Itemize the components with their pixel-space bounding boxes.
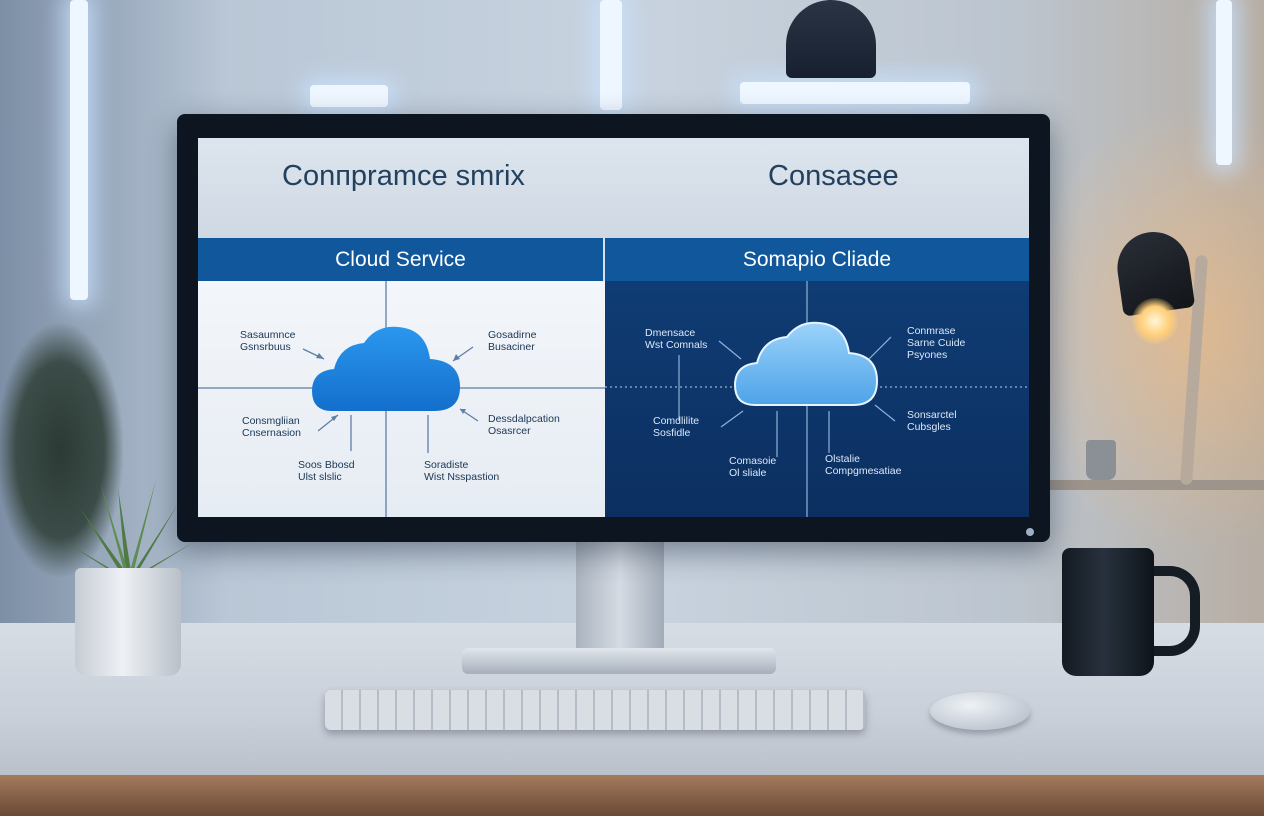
diagram-label: Soos Bbosd Ulst slslic: [298, 459, 355, 483]
column-header-right: Somapio Cliade: [605, 238, 1029, 281]
wall-light-center: [600, 0, 622, 110]
diagram-label: Sonsarctel Cubsgles: [907, 409, 957, 433]
power-button[interactable]: [1026, 528, 1034, 536]
wall-shelf: [1050, 480, 1264, 490]
column-divider: [603, 238, 605, 281]
wall-light-left: [70, 0, 88, 300]
diagram-label: Dessdalpcation Osasrcer: [488, 413, 560, 437]
diagram-label: Sasaumnce Gsnsrbuus: [240, 329, 296, 353]
shelf-light: [310, 85, 388, 107]
slide-title-left: Conпрrаmce smrix: [282, 160, 525, 192]
plant-icon: [62, 480, 194, 578]
monitor-screen: Conпрrаmce smrix Consasee Cloud Service …: [198, 138, 1029, 517]
desk-edge: [0, 775, 1264, 816]
diagram-label: Comdlilite Sosfidle: [653, 415, 700, 439]
diagram-panel-right: Dmensace Wst Comnals Conmrase Sarne Cuid…: [605, 281, 1029, 517]
wall-light-right: [1216, 0, 1232, 165]
diagram-label: Conmrase Sarne Cuide Psyones: [907, 325, 966, 361]
keyboard[interactable]: [325, 690, 865, 730]
cloud-icon: [733, 321, 879, 406]
small-pot: [1086, 440, 1116, 480]
monitor-stand: [576, 540, 664, 652]
slide-title-right: Consasee: [768, 160, 899, 192]
diagram-label: Consmgliian Cnsernasion: [242, 415, 301, 439]
mouse[interactable]: [930, 692, 1030, 730]
column-header-left: Cloud Service: [198, 238, 603, 281]
cloud-icon: [312, 326, 460, 411]
diagram-label: Dmensace Wst Comnals: [645, 327, 708, 351]
pendant-lamp-icon: [786, 0, 876, 78]
pendant-glow: [740, 82, 970, 104]
mug-icon: [1062, 548, 1154, 676]
diagram-label: Olstalie Compgmesatiae: [825, 453, 902, 477]
desk-lamp-bulb: [1132, 298, 1178, 344]
mug-handle: [1140, 566, 1200, 656]
diagram-label: Comasoie Ol sliale: [729, 455, 777, 479]
diagram-panel-left: Sasaumnce Gsnsrbuus Gosadirne Busaciner …: [198, 281, 605, 517]
slide-header: [198, 138, 1029, 238]
diagram-label: Gosadirne Busaciner: [488, 329, 537, 353]
diagram-label: Soradiste Wist Nsspastion: [424, 459, 500, 483]
monitor-stand-base: [462, 648, 776, 674]
plant-pot: [75, 568, 181, 676]
